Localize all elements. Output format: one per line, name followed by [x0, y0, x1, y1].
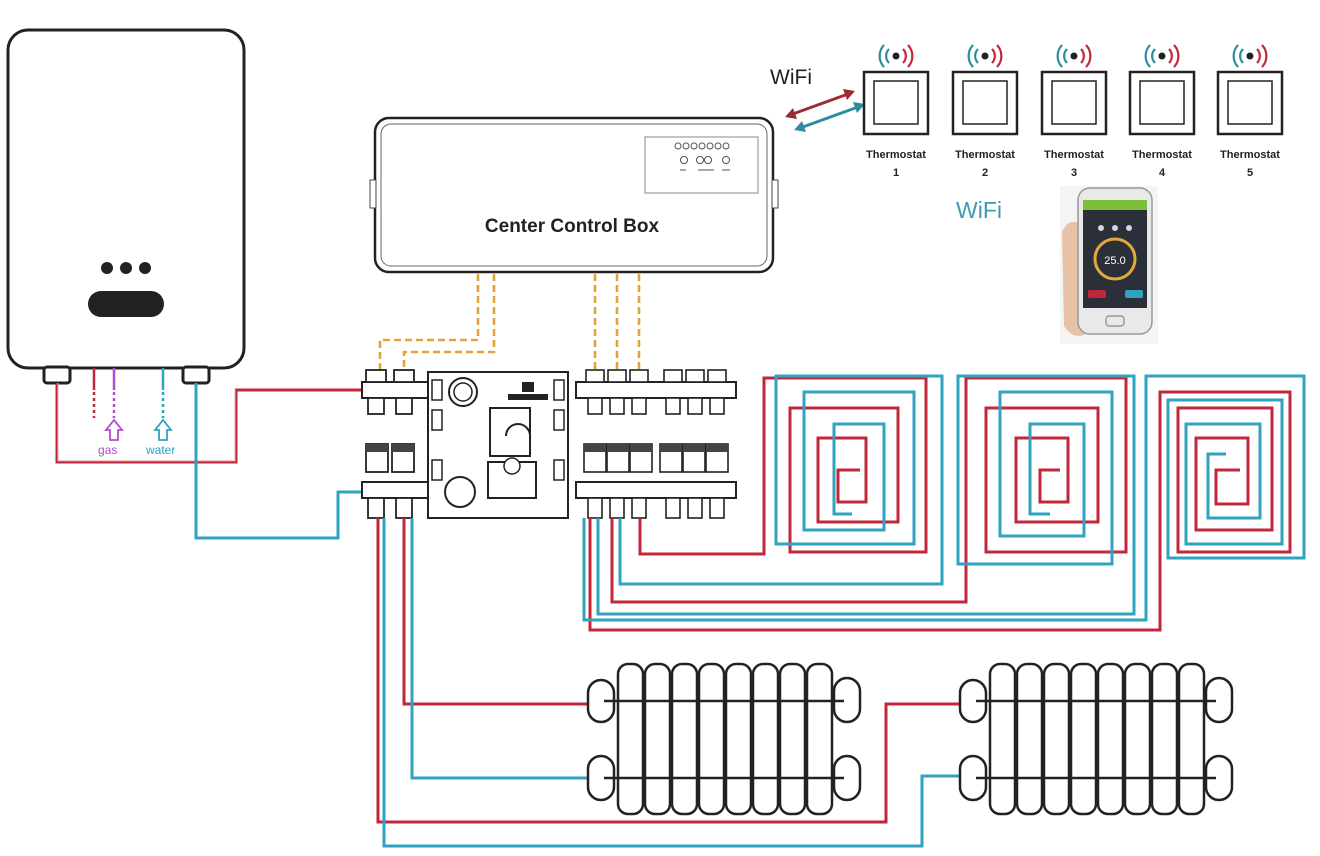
manifold-left [361, 369, 429, 519]
boiler [6, 28, 246, 385]
manifold-right [575, 369, 737, 519]
actuator [365, 443, 415, 473]
wifi-signal-icon [967, 44, 1003, 68]
floor-loop-3-blue [582, 374, 1306, 622]
floor-loop-1-return [618, 374, 944, 586]
thermostat-4[interactable]: Thermostat 4 [1128, 44, 1196, 179]
pump-station [427, 371, 569, 519]
control-box-panel [644, 136, 759, 194]
thermostat-label: Thermostat [866, 149, 926, 161]
supply-bar [575, 369, 737, 415]
radiator-pipes [376, 518, 964, 848]
thermostat-label: Thermostat [1044, 149, 1104, 161]
boiler-inlets: gas water [92, 368, 175, 457]
thermostat-label: Thermostat [955, 149, 1015, 161]
gas-label: gas [98, 443, 117, 457]
smartphone-icon[interactable]: 25.0 [1060, 186, 1158, 344]
wifi-label-bottom: WiFi [956, 197, 1002, 223]
supply-bar [361, 369, 429, 415]
boiler-indicator-2 [120, 262, 132, 274]
boiler-supply-pipe [55, 383, 372, 464]
thermostat-number: 2 [982, 167, 988, 179]
boiler-return-pipe [194, 383, 372, 540]
return-bar [361, 481, 429, 519]
boiler-indicator-1 [101, 262, 113, 274]
thermostat-2[interactable]: Thermostat 2 [951, 44, 1019, 179]
phone-thermostat-dial [1093, 237, 1137, 281]
thermostat-number: 4 [1159, 167, 1166, 179]
gas-arrow-up-icon [104, 418, 124, 441]
return-bar [575, 481, 737, 519]
wifi-signal-icon [878, 44, 914, 68]
signal-wires [378, 274, 641, 378]
wifi-link-arrows: WiFi [770, 66, 865, 132]
radiator-2 [958, 662, 1234, 816]
radiator-1 [586, 662, 862, 816]
actuator [583, 443, 729, 473]
thermostat-label: Thermostat [1132, 149, 1192, 161]
thermostat-number: 5 [1247, 167, 1253, 179]
center-control-box: Center Control Box [369, 116, 779, 274]
control-box-title: Center Control Box [485, 216, 660, 237]
floor-loop-2-return [596, 374, 1136, 616]
wifi-signal-icon [1144, 44, 1180, 68]
thermostat-number: 3 [1071, 167, 1077, 179]
wifi-signal-icon [1232, 44, 1268, 68]
thermostat-group: Thermostat 1 Thermostat 2 [862, 44, 1284, 179]
floor-loop-1 [638, 376, 928, 556]
thermostat-3[interactable]: Thermostat 3 [1040, 44, 1108, 179]
boiler-indicator-3 [139, 262, 151, 274]
underfloor-heating-loops [582, 374, 1306, 632]
floor-loop-3-red [588, 390, 1292, 632]
phone-temperature: 25.0 [1104, 255, 1125, 267]
boiler-display [88, 291, 164, 317]
thermostat-label: Thermostat [1220, 149, 1280, 161]
wifi-label-top: WiFi [770, 66, 812, 89]
control-box-indicators [674, 142, 730, 171]
thermostat-number: 1 [893, 167, 899, 179]
water-arrow-up-icon [153, 418, 173, 441]
thermostat-1[interactable]: Thermostat 1 [862, 44, 930, 179]
wifi-signal-icon [1056, 44, 1092, 68]
water-label: water [145, 443, 175, 457]
thermostat-5[interactable]: Thermostat 5 [1216, 44, 1284, 179]
floor-loop-2-supply [610, 376, 1128, 604]
